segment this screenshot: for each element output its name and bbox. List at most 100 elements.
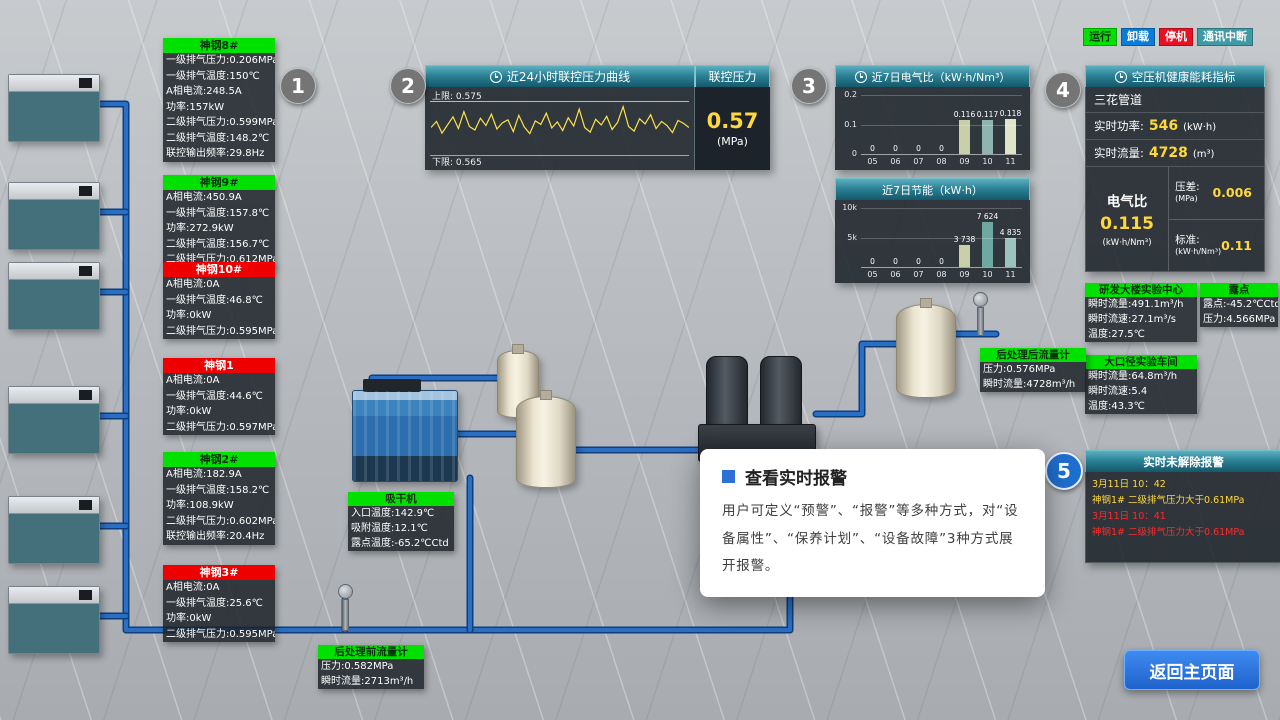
health-title: 空压机健康能耗指标	[1131, 69, 1236, 84]
data-row: 二级排气温度:148.2℃	[163, 130, 275, 146]
y-tick: 0.2	[844, 90, 857, 100]
step-marker-5: 5	[1045, 452, 1083, 490]
sensor-head-icon	[338, 584, 353, 599]
compressor-machine	[8, 182, 100, 250]
data-row: 温度:27.5℃	[1085, 327, 1197, 342]
station-title: 后处理后流量计	[980, 348, 1086, 362]
data-row: 压力:0.582MPa	[318, 659, 424, 674]
data-row: 联控输出频率:20.4Hz	[163, 529, 275, 545]
data-row: 一级排气温度:44.6℃	[163, 388, 275, 404]
data-row: 二级排气压力:0.597MPa	[163, 419, 275, 435]
data-row: 瞬时流量:64.8m³/h	[1085, 369, 1197, 384]
step-marker-3: 3	[791, 68, 827, 104]
air-tank-mid	[516, 396, 576, 488]
data-row: 一级排气压力:0.206MPa	[163, 53, 275, 69]
alarm-header: 实时未解除报警	[1085, 450, 1280, 472]
alarm-time: 3月11日 10：42	[1092, 479, 1166, 490]
data-row: 功率:0kW	[163, 404, 275, 420]
station-title: 后处理前流量计	[318, 645, 424, 659]
station-title: 露点	[1200, 283, 1278, 297]
clock-icon	[1114, 70, 1127, 83]
data-row: 联控输出频率:29.8Hz	[163, 146, 275, 162]
electric-ratio-header: 近7日电气比（kW·h/Nm³）	[835, 65, 1030, 87]
pressure-trend-panel: 近24小时联控压力曲线 联控压力 上限: 0.575 下限: 0.565 0.5…	[425, 65, 770, 170]
y-tick: 0	[851, 149, 857, 159]
data-row: 瞬时流量:4728m³/h	[980, 377, 1086, 392]
lower-limit-label: 下限: 0.565	[432, 158, 482, 168]
alarm-tooltip: 查看实时报警 用户可定义“预警”、“报警”等多种方式，对“设备属性”、“保养计划…	[700, 449, 1045, 597]
legend-run: 运行	[1083, 28, 1117, 46]
sensor-stem	[977, 307, 984, 336]
pressure-curve-chart: 上限: 0.575 下限: 0.565	[425, 87, 695, 170]
electric-ratio-title: 近7日电气比（kW·h/Nm³）	[871, 70, 1011, 84]
energy-saving-title: 近7日节能（kW·h）	[882, 183, 983, 197]
adsorption-dryer	[698, 356, 816, 462]
tooltip-body: 用户可定义“预警”、“报警”等多种方式，对“设备属性”、“保养计划”、“设备故障…	[722, 503, 1019, 575]
link-pressure-unit: (MPa)	[717, 135, 748, 148]
data-row: 瞬时流量:491.1m³/h	[1085, 297, 1197, 312]
tooltip-title: 查看实时报警	[745, 469, 847, 489]
air-tank-right	[896, 304, 956, 398]
station-title: 研发大楼实验中心	[1085, 283, 1197, 297]
y-tick: 5k	[847, 232, 857, 242]
compressor-title: 神钢10#	[163, 262, 275, 277]
data-row: A相电流:0A	[163, 277, 275, 293]
link-pressure-header: 联控压力	[695, 65, 770, 87]
data-row: 露点:-45.2℃Ctd	[1200, 297, 1278, 312]
alarm-text: 神钢1# 二级排气压力大于0.61MPa	[1092, 495, 1245, 506]
link-pressure-value: 0.57	[706, 109, 759, 133]
y-tick: 10k	[842, 203, 857, 213]
status-legend: 运行卸载停机通讯中断	[1083, 28, 1253, 46]
data-row: A相电流:0A	[163, 373, 275, 389]
flow-meter-sensor	[972, 292, 989, 336]
sensor-stem	[342, 599, 349, 631]
return-home-button[interactable]: 返回主页面	[1124, 650, 1260, 690]
data-row: 压力:0.576MPa	[980, 362, 1086, 377]
data-row: 功率:108.9kW	[163, 498, 275, 514]
data-row: 入口温度:142.9℃	[348, 506, 454, 521]
data-row: 功率:157kW	[163, 99, 275, 115]
data-row: 功率:272.9kW	[163, 221, 275, 237]
data-row: 二级排气压力:0.599MPa	[163, 115, 275, 131]
pipeline-selector[interactable]: 三花管道	[1086, 87, 1264, 113]
compressor-machine	[8, 386, 100, 454]
standard-ratio-value: 0.11	[1221, 237, 1252, 253]
pressure-trend-header: 近24小时联控压力曲线	[425, 65, 695, 87]
flow-meter-sensor	[337, 584, 354, 631]
clock-icon	[854, 70, 867, 83]
upper-limit-label: 上限: 0.575	[432, 92, 482, 102]
compressor-title: 神钢8#	[163, 38, 275, 53]
data-row: 二级排气温度:156.7℃	[163, 236, 275, 252]
pressure-trend-title: 近24小时联控压力曲线	[506, 70, 631, 84]
health-panel: 空压机健康能耗指标 三花管道 实时功率: 546 (kW·h) 实时流量: 47…	[1085, 65, 1265, 272]
data-row: 一级排气温度:25.6℃	[163, 595, 275, 611]
standard-ratio-cell: 标准: (kW·h/Nm³) 0.11	[1175, 233, 1252, 256]
data-row: 吸附温度:12.1℃	[348, 521, 454, 536]
electric-ratio-kpi: 电气比 0.115 (kW·h/Nm³)	[1086, 167, 1170, 271]
data-row: 瞬时流量:2713m³/h	[318, 674, 424, 689]
data-row: 二级排气压力:0.595MPa	[163, 323, 275, 339]
compressor-machine	[8, 496, 100, 564]
station-title: 大口径实验车间	[1085, 355, 1197, 369]
